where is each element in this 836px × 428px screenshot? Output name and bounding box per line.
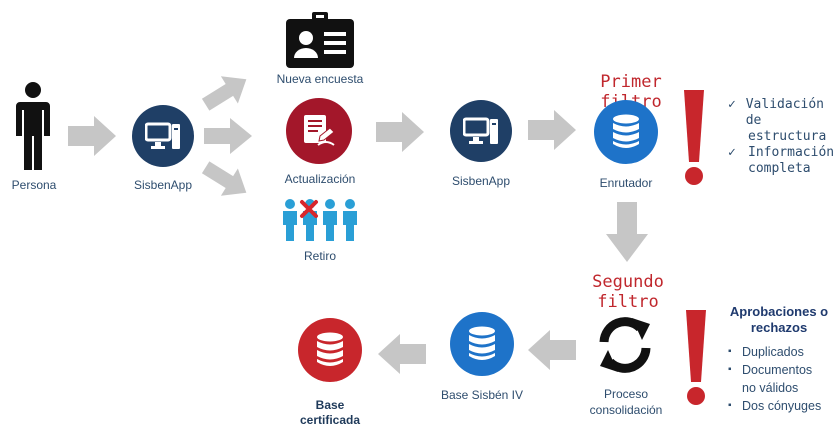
arrow-icon [606,202,648,267]
exclamation-icon [681,88,707,193]
bullet-documentos: Documentos [742,363,813,377]
exclamation-icon [683,308,709,413]
persona-label: Persona [11,178,57,192]
computer-icon [463,117,498,144]
primer-filtro-checklist: ✓Validación de estructura ✓Información c… [728,97,835,176]
check-item-1-cont: estructura [748,129,827,144]
arrow-icon [200,70,252,119]
nueva-encuesta-label: Nueva encuesta [276,72,364,86]
database-icon [469,326,495,360]
actualizacion-label: Actualización [284,172,356,186]
base-sisben-node [450,312,514,376]
base-certificada-label: Base certificada [284,398,376,428]
sisbenapp-2-node [450,100,512,162]
refresh-cycle-icon [594,314,656,376]
arrow-icon [68,116,116,161]
retiro-label: Retiro [303,249,336,263]
sisbenapp-1-node [132,105,194,167]
sisbenapp-2-label: SisbenApp [451,174,511,188]
arrow-icon [204,116,252,161]
enrutador-label: Enrutador [599,176,653,190]
segundo-filtro-line2: filtro [597,292,659,312]
people-remove-icon [280,198,360,242]
segundo-filtro-title-panel: Aprobaciones o rechazos [722,304,836,336]
base-certificada-text: Base certificada [299,398,361,427]
segundo-filtro-list: ▪Duplicados ▪Documentos no válidos ▪Dos … [728,345,822,413]
arrow-icon [528,110,576,155]
database-icon [613,114,639,148]
id-card-icon [286,12,354,68]
person-icon [14,82,52,172]
base-sisben-label: Base Sisbén IV [440,388,524,402]
base-certificada-node [298,318,362,382]
segundo-filtro-title: Segundo filtro [578,272,678,312]
segundo-filtro-line1: Segundo [592,272,664,292]
bullet-duplicados: Duplicados [742,345,804,359]
actualizacion-node [286,98,352,164]
check-item-2-cont: completa [748,161,811,176]
arrow-icon [200,158,252,207]
proceso-label: Proceso consolidación [576,386,676,418]
bullet-conyuges: Dos cónyuges [742,399,822,413]
arrow-icon [528,330,576,375]
computer-icon [145,122,180,149]
form-edit-icon [304,115,335,146]
check-item-2: Información [748,145,835,160]
database-icon [317,332,343,366]
proceso-text: Proceso consolidación [589,387,663,417]
approv-line1: Aprobaciones o [729,304,829,319]
arrow-icon [376,112,424,157]
bullet-documentos-cont: no válidos [742,381,799,395]
arrow-icon [378,334,426,379]
sisbenapp-1-label: SisbenApp [133,178,193,192]
check-item-1: Validación de [745,97,825,128]
approv-line2: rechazos [750,320,808,335]
enrutador-node [594,100,658,164]
